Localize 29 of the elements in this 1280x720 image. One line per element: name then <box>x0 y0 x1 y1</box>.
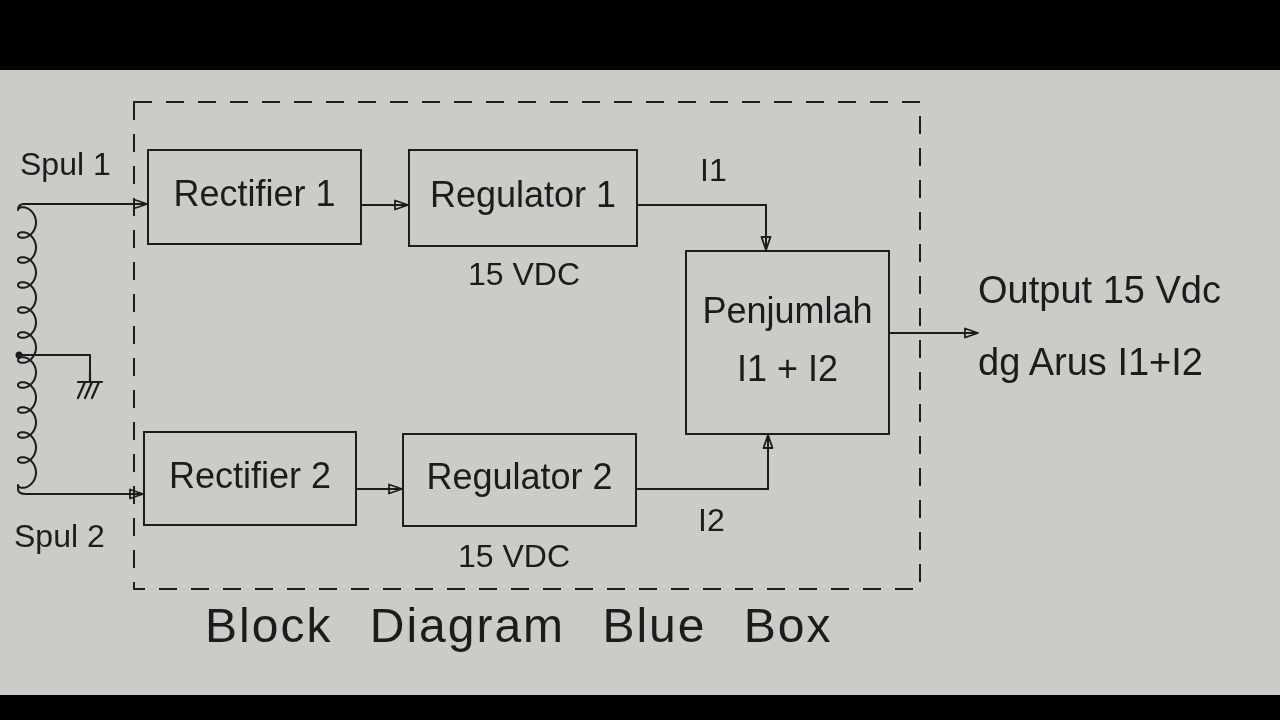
ground-symbol <box>74 372 104 400</box>
arrow <box>45 488 144 500</box>
edge-label: I2 <box>698 502 725 538</box>
block-label: Rectifier 2 <box>168 455 332 496</box>
coil-terminal-label: Spul 1 <box>20 146 111 182</box>
arrow <box>45 198 148 210</box>
arrow <box>356 483 403 495</box>
output-text: Output 15 Vdc dg Arus I1+I2 <box>978 254 1248 398</box>
block-label: Regulator 1 <box>429 175 617 215</box>
block-formula: I1 + I2 <box>736 348 839 389</box>
dashed-boundary <box>133 101 921 590</box>
block-box <box>685 250 890 435</box>
block-label: Regulator 2 <box>426 457 613 497</box>
block-box <box>408 149 638 247</box>
arrow <box>636 434 774 490</box>
connector-line <box>45 354 91 373</box>
block-box <box>143 431 357 526</box>
block-box <box>402 433 637 527</box>
block-label: Rectifier 1 <box>173 174 336 214</box>
voltage-label: 15 VDC <box>458 538 571 574</box>
arrow <box>889 327 979 339</box>
coil-terminal-label: Spul 2 <box>14 518 105 554</box>
block-label: Penjumlah <box>702 290 873 331</box>
arrow <box>637 204 772 251</box>
arrow <box>361 199 409 211</box>
voltage-label: 15 VDC <box>468 256 581 292</box>
edge-label: I1 <box>700 152 727 188</box>
block-box <box>147 149 362 245</box>
diagram-caption: Block Diagram Blue Box <box>205 598 833 654</box>
